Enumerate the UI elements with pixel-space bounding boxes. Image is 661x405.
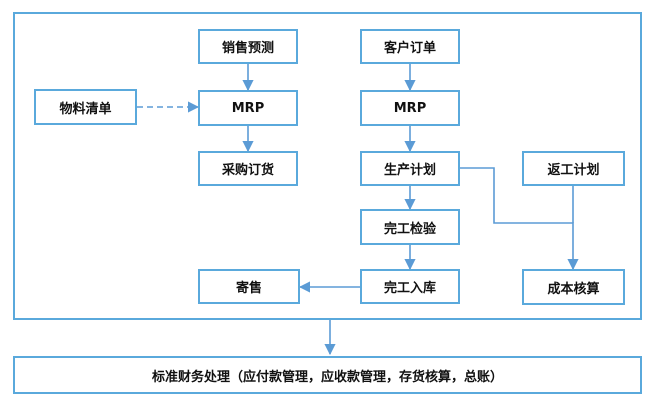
node-rework-plan: 返工计划 <box>522 151 625 186</box>
arrow-production-to-cost <box>460 167 579 271</box>
node-sales-forecast: 销售预测 <box>198 29 298 64</box>
node-mrp-right: MRP <box>360 90 460 126</box>
node-bom: 物料清单 <box>34 89 137 125</box>
node-production-plan: 生产计划 <box>360 151 460 186</box>
node-purchase-order: 采购订货 <box>198 151 298 186</box>
node-consignment: 寄售 <box>198 269 300 304</box>
node-customer-order: 客户订单 <box>360 29 460 64</box>
main-process-frame <box>13 12 642 320</box>
node-completion-warehousing: 完工入库 <box>360 269 460 304</box>
finance-processing-bar: 标准财务处理（应付款管理，应收款管理，存货核算，总账） <box>13 356 642 394</box>
node-cost-accounting: 成本核算 <box>522 269 625 305</box>
node-completion-inspection: 完工检验 <box>360 209 460 245</box>
node-mrp-left: MRP <box>198 90 298 126</box>
